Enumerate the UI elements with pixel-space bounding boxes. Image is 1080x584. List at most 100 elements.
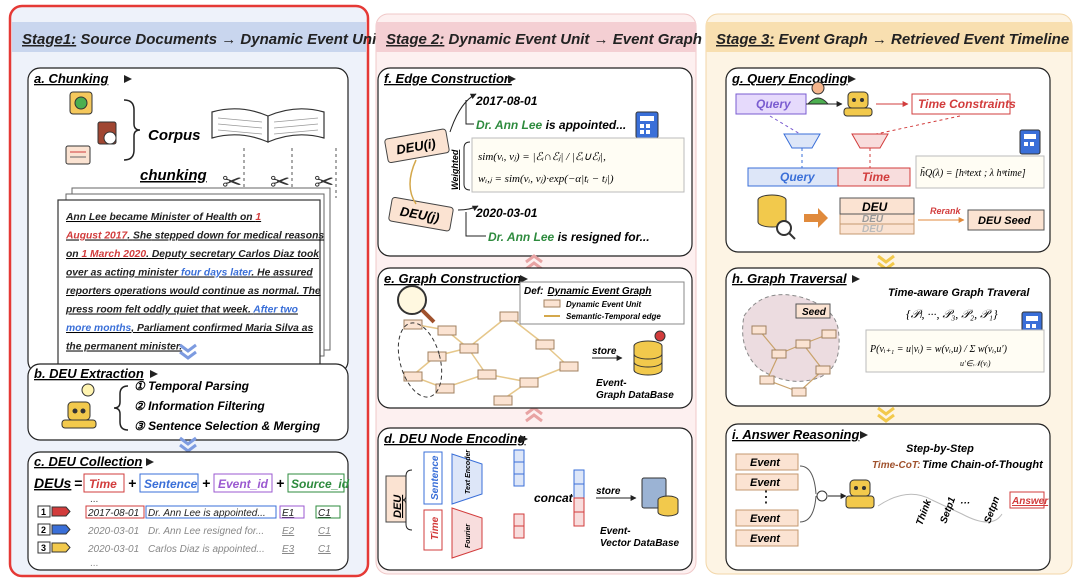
collection-label: c. DEU Collection [34,454,142,469]
deu-row-date: 2020-03-01 [87,526,139,537]
play-icon [150,370,158,378]
chunking-word: chunking [140,167,207,184]
graph-node [435,383,455,394]
stage1-title: Stage1: Source Documents → Dynamic Event… [22,31,382,48]
chain-dots: ··· [960,498,970,509]
brace [123,99,141,161]
dots: ... [90,558,98,569]
event-item [735,509,799,527]
edge-date-2: 2020-03-01 [475,206,538,220]
answer-label: i. Answer Reasoning [732,427,859,442]
deu-row-date: 2020-03-01 [87,544,139,555]
play-icon [520,435,528,443]
stage3-panel: Stage 3: Event Graph → Retrieved Event T… [705,13,1073,575]
down-chevron [179,343,197,360]
extraction-label: b. DEU Extraction [34,366,144,381]
seed-node: Seed [802,307,827,318]
edge-date-1: 2017-08-01 [475,94,538,108]
play-icon [146,458,154,466]
deu-row-eid: E3 [282,544,295,555]
user-icon [806,81,830,105]
time-chain: Time Chain-of-Thought [922,459,1044,471]
graph-node [403,371,423,382]
chunking-label: a. Chunking [34,71,108,86]
event-item [735,529,799,547]
graph-label: e. Graph Construction [384,271,521,286]
stage2-title: Stage 2: Dynamic Event Unit → Event Grap… [386,31,702,48]
deu-row-num: 3 [41,543,46,553]
node-store: store [596,486,621,497]
traversal-seq: {𝒫ₗ, ···, 𝒫₃, 𝒫₂, 𝒫₁} [906,307,998,321]
event-item [735,453,799,471]
deu-row-eid: E1 [282,508,294,519]
calculator-icon [1019,129,1041,155]
graph-node [459,343,479,354]
graph-node [519,377,539,388]
weighted-label: Weighted [450,149,460,190]
traversal-node [771,349,787,359]
field-time: Time [89,477,117,491]
deu-row-text: Dr. Ann Lee resigned for... [148,526,264,537]
event-label: Event [750,457,781,469]
deu-stack-2: DEU [862,214,884,225]
document-line: reporters operations would continue as n… [66,286,321,297]
vector-db: Event-Vector DataBase [600,526,680,549]
extraction-item-1: ① Temporal Parsing [134,379,250,393]
graph-db: Event-Graph DataBase [596,378,674,401]
events-vdots: ⋮ [758,489,774,506]
deu-row-eid: E2 [282,526,295,537]
node-sentence: Sentence [430,455,441,500]
deu-row-sid: C1 [318,508,331,519]
step-by-step: Step-by-Step [906,443,974,455]
edge-event-1: Dr. Ann Lee is appointed... [476,118,626,132]
stage3-title: Stage 3: Event Graph → Retrieved Event T… [716,31,1069,48]
stage1-panel: Stage1: Source Documents → Dynamic Event… [8,4,382,578]
traversal-sum: u′∈𝒩(vᵢ) [960,359,991,368]
graph-node [493,395,513,406]
edge-event-2: Dr. Ann Lee is resigned for... [488,230,650,244]
event-label: Event [750,533,781,545]
time-constraints: Time Constraints [918,97,1016,111]
traversal-node [821,329,837,339]
event-graph [403,311,579,406]
traversal-node [791,387,807,397]
deu-row-date: 2017-08-01 [87,508,139,519]
robot-icon [61,383,97,429]
event-label: Event [750,477,781,489]
query-label: g. Query Encoding [731,71,848,86]
query-formula: h̃Q(λ) = [hᵠtext ; λ hᵠtime] [920,166,1026,179]
time-cot: Time-CoT: [872,460,921,471]
document-line: more months, Parliament confirmed Maria … [66,323,313,334]
plus-sign: + [202,475,210,491]
document-line: the permanent minister. [66,342,182,353]
dots: ... [90,494,98,505]
traversal-title: Time-aware Graph Traveral [888,287,1030,299]
book-icon [211,108,325,143]
document-line: Ann Lee became Minister of Health on 1 [65,212,261,223]
deus-label: DEUs [34,475,72,491]
traversal-node [751,325,767,335]
answer-output: Answer [1011,496,1049,507]
down-chevron [179,436,197,453]
play-icon [124,75,132,83]
deu-stack-1: DEU [862,200,888,214]
document-page [57,199,321,367]
play-icon [860,431,868,439]
graph-node [427,351,447,362]
graph-node [437,325,457,336]
document-line: press room felt oddly quiet that week. A… [65,305,298,316]
traversal-node [795,339,811,349]
traversal-formula: P(vᵢ₊₁ = u|vᵢ) = w(vᵢ,u) / Σ w(vᵢ,u′) [869,344,1008,355]
query-embed: Query [780,170,816,184]
fourier: Fourier [465,523,472,548]
deu-j: DEU(j) [399,204,441,226]
calculator-icon [635,111,659,139]
text-encoder: Text Encoder [465,449,472,494]
stage2-panel: Stage 2: Dynamic Event Unit → Event Grap… [375,13,702,575]
query-input: Query [756,97,792,111]
deu-row-sid: C1 [318,544,331,555]
formula-weight: wᵢ,ⱼ = sim(vᵢ, vⱼ)·exp(−α|tᵢ − tⱼ|) [478,173,614,185]
legend-unit: Dynamic Event Unit [566,300,641,309]
